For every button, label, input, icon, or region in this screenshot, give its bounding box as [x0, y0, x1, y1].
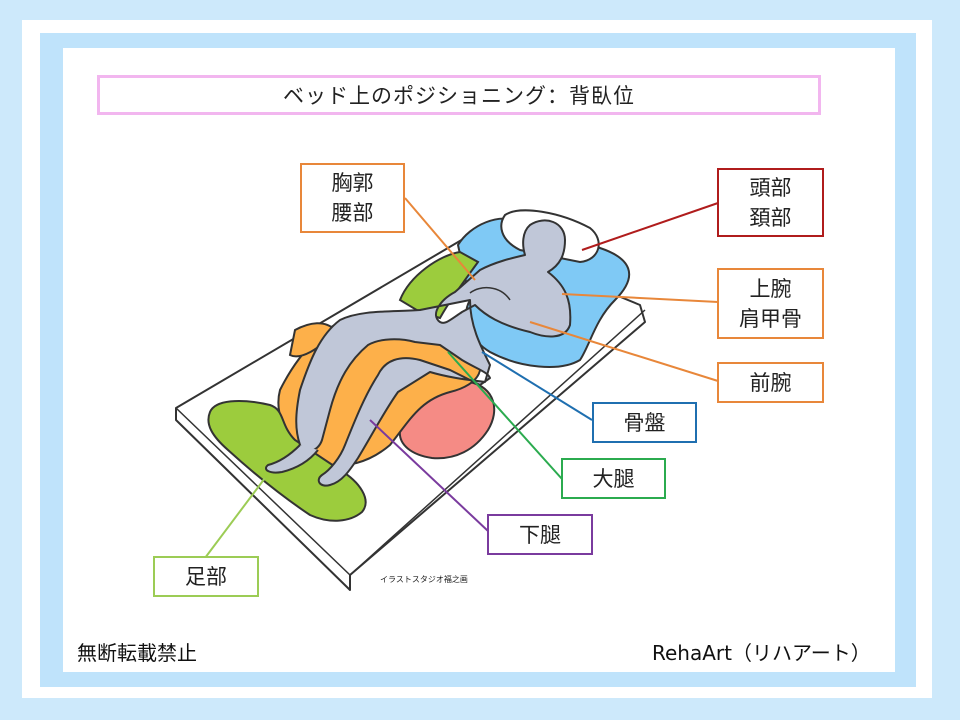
footer-brand: RehaArt（リハアート） [652, 641, 871, 665]
leader-chest [404, 197, 476, 281]
leader-forearm [529, 321, 719, 382]
leader-lower-leg [369, 419, 489, 532]
label-forearm: 前腕 [717, 362, 824, 403]
leader-foot [204, 477, 266, 559]
slide-title: ベッド上のポジショニング：背臥位 [97, 75, 821, 115]
side-cushion [398, 250, 480, 320]
label-lower-leg: 下腿 [487, 514, 593, 555]
label-pelvis-line1: 骨盤 [623, 410, 666, 435]
slide-title-text: ベッド上のポジショニング：背臥位 [283, 84, 635, 108]
leader-upper-arm [561, 293, 719, 303]
label-thigh-line1: 大腿 [592, 466, 635, 491]
label-forearm-line1: 前腕 [749, 370, 792, 395]
label-chest-line1: 胸郭 [331, 171, 374, 195]
label-thigh: 大腿 [561, 458, 666, 499]
label-upper-arm-line2: 肩甲骨 [739, 306, 802, 331]
label-upper-arm-line1: 上腕 [749, 276, 792, 301]
label-chest-lumbar: 胸郭 腰部 [300, 163, 405, 233]
patient-body [295, 219, 572, 487]
label-head-neck: 頭部 頚部 [717, 168, 824, 237]
label-foot-line1: 足部 [185, 564, 227, 589]
label-pelvis: 骨盤 [592, 402, 697, 443]
leader-thigh [447, 351, 563, 480]
label-head-line1: 頭部 [749, 175, 792, 200]
leader-head [581, 202, 719, 251]
watermark-text: イラストスタジオ福之画 [380, 574, 468, 584]
label-chest-line2: 腰部 [331, 201, 374, 225]
leader-pelvis [481, 351, 593, 421]
label-head-line2: 頚部 [749, 205, 792, 230]
footer-copyright-notice: 無断転載禁止 [77, 641, 197, 665]
label-lower-leg-line1: 下腿 [519, 522, 561, 547]
label-foot: 足部 [153, 556, 259, 597]
label-upper-arm-scapula: 上腕 肩甲骨 [717, 268, 824, 339]
